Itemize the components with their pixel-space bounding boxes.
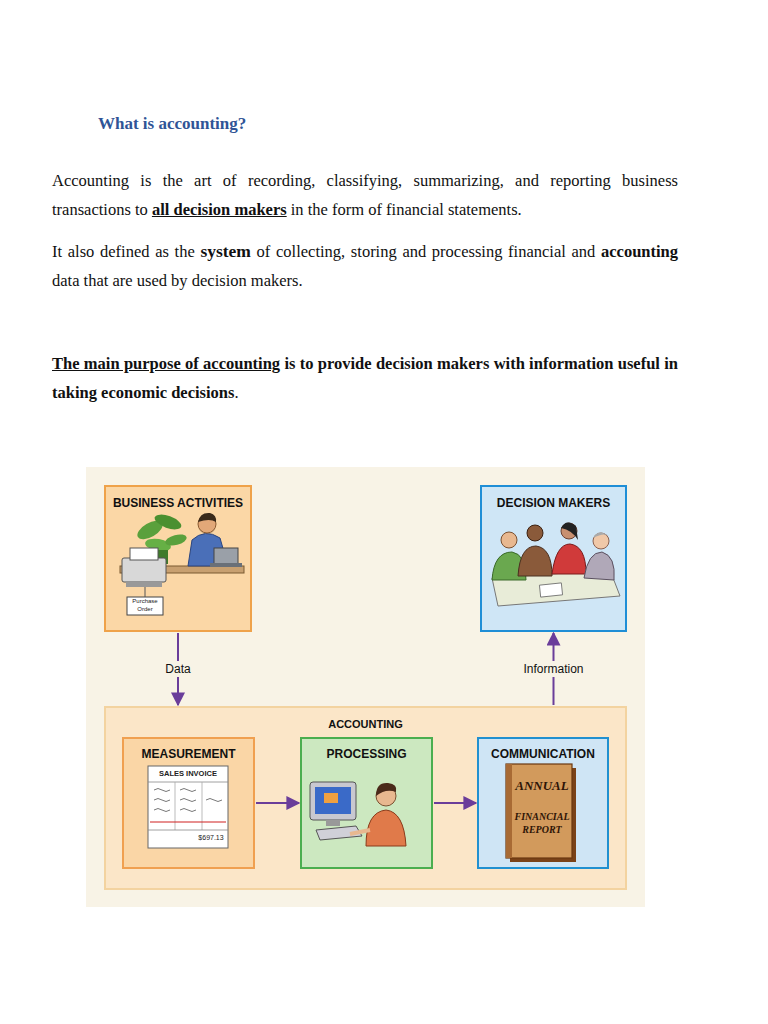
computer-illustration [310,782,406,846]
illustration-label: Purchase Order [127,598,163,613]
illustration-label: $697.13 [194,833,228,843]
business-illustration [120,512,244,615]
box-heading: ACCOUNTING [106,718,625,730]
diagram-panel [86,467,645,907]
flow-arrow [256,802,299,804]
annual-report-illustration [506,764,576,862]
body-text: data that are used by decision makers. [52,271,303,290]
activity-box: BUSINESS ACTIVITIES [104,485,252,632]
process-box: PROCESSING [300,737,433,869]
paragraph: The main purpose of accounting is to pro… [52,349,678,407]
edge-label: Data [162,661,193,677]
box-heading: BUSINESS ACTIVITIES [106,496,250,510]
process-box: MEASUREMENT [122,737,255,869]
paragraph: Accounting is the art of recording, clas… [52,166,678,224]
page-heading: What is accounting? [98,114,246,134]
decision-makers-illustration [492,522,620,606]
illustration-label: FINANCIAL REPORT [512,810,572,836]
body-text: It also defined as the [52,242,195,261]
box-heading: DECISION MAKERS [482,496,625,510]
box-heading: PROCESSING [302,747,431,761]
sales-invoice-illustration [148,766,228,848]
body-text: in the form of financial statements. [291,200,522,219]
emphasis-text: The main purpose of accounting [52,354,280,373]
body-text: . [234,383,238,402]
process-box: COMMUNICATION [477,737,609,869]
decision-box: DECISION MAKERS [480,485,627,632]
box-heading: MEASUREMENT [124,747,253,761]
paragraph: It also defined as the system of collect… [52,237,678,295]
emphasis-text: system [200,241,251,261]
emphasis-text: all decision makers [152,200,287,219]
accounting-band: ACCOUNTING MEASUREMENT PROCESSING COMMUNICA… [104,706,627,890]
illustration-label: SALES INVOICE [148,769,228,779]
emphasis-text: accounting [601,242,678,261]
body-text: of collecting, storing and processing fi… [257,242,596,261]
illustration-label: ANNUAL [512,778,572,794]
edge-label: Information [520,661,586,677]
box-heading: COMMUNICATION [479,747,607,761]
flow-arrow [434,802,476,804]
